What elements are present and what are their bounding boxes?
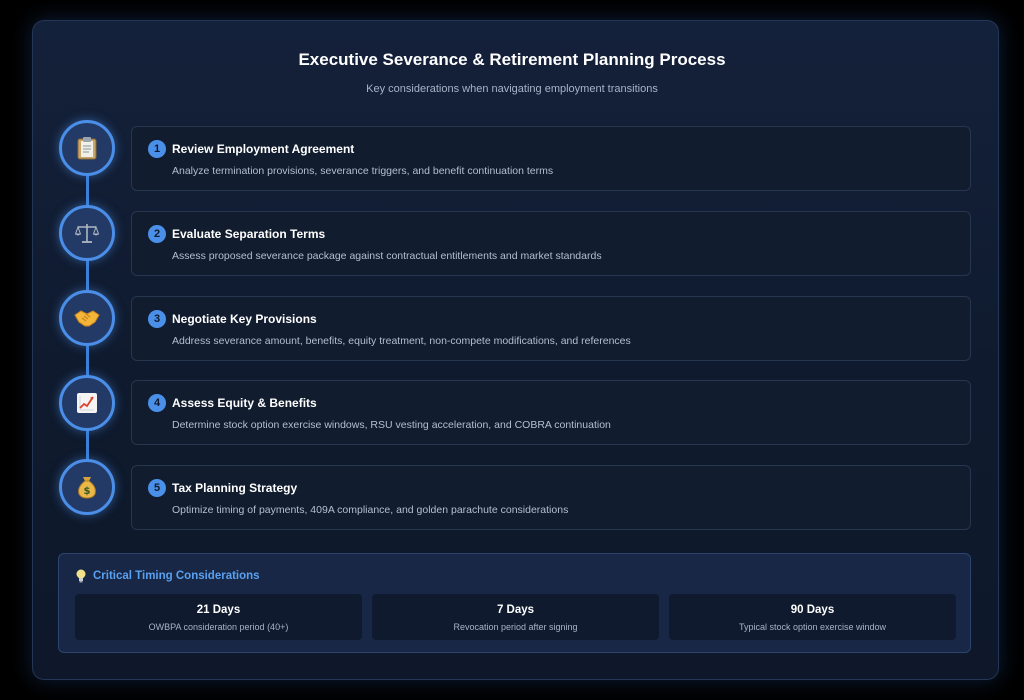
step-description: Determine stock option exercise windows,… xyxy=(172,419,611,431)
step-title: Tax Planning Strategy xyxy=(172,481,298,495)
step-card-2: 2 Evaluate Separation Terms Assess propo… xyxy=(131,211,971,276)
step-2-icon-circle xyxy=(59,205,115,261)
step-number-badge: 2 xyxy=(148,225,166,243)
step-4-icon-circle xyxy=(59,375,115,431)
page-title: Executive Severance & Retirement Plannin… xyxy=(298,50,726,69)
scales-icon xyxy=(75,224,99,243)
step-description: Analyze termination provisions, severanc… xyxy=(172,165,554,177)
timing-header: Critical Timing Considerations xyxy=(75,569,260,583)
step-number-badge: 1 xyxy=(148,140,166,158)
step-3-icon-circle xyxy=(59,290,115,346)
timing-label: Revocation period after signing xyxy=(453,622,578,632)
timing-title: Critical Timing Considerations xyxy=(93,570,260,582)
page-subtitle: Key considerations when navigating emplo… xyxy=(366,83,658,95)
step-number-badge: 4 xyxy=(148,394,166,412)
timing-value: 90 Days xyxy=(790,604,835,616)
step-description: Address severance amount, benefits, equi… xyxy=(172,335,631,347)
step-number-badge: 5 xyxy=(148,479,166,497)
step-card-3: 3 Negotiate Key Provisions Address sever… xyxy=(131,296,971,361)
step-card-4: 4 Assess Equity & Benefits Determine sto… xyxy=(131,380,971,445)
step-title: Review Employment Agreement xyxy=(172,142,355,156)
step-card-5: 5 Tax Planning Strategy Optimize timing … xyxy=(131,465,971,530)
step-title: Assess Equity & Benefits xyxy=(172,396,317,410)
timing-value: 21 Days xyxy=(196,604,241,616)
chart-up-icon xyxy=(77,393,97,413)
step-title: Evaluate Separation Terms xyxy=(172,227,326,241)
svg-text:$: $ xyxy=(84,486,91,497)
timing-label: Typical stock option exercise window xyxy=(738,622,887,632)
step-1-icon-circle xyxy=(59,120,115,176)
step-description: Assess proposed severance package agains… xyxy=(172,250,602,262)
step-5-icon-circle: $ xyxy=(59,459,115,515)
step-number-badge: 3 xyxy=(148,310,166,328)
timing-panel: Critical Timing Considerations 21 Days O… xyxy=(58,553,971,653)
step-card-1: 1 Review Employment Agreement Analyze te… xyxy=(131,126,971,191)
handshake-icon xyxy=(74,310,100,327)
step-title: Negotiate Key Provisions xyxy=(172,312,317,326)
lightbulb-icon xyxy=(76,569,86,583)
step-description: Optimize timing of payments, 409A compli… xyxy=(172,504,569,516)
timing-box-2: 7 Days Revocation period after signing xyxy=(372,594,659,640)
timing-box-3: 90 Days Typical stock option exercise wi… xyxy=(669,594,956,640)
timing-label: OWBPA consideration period (40+) xyxy=(148,622,289,632)
clipboard-icon xyxy=(77,137,97,160)
timing-value: 7 Days xyxy=(496,604,535,616)
timing-box-1: 21 Days OWBPA consideration period (40+) xyxy=(75,594,362,640)
money-bag-icon: $ xyxy=(78,477,96,499)
